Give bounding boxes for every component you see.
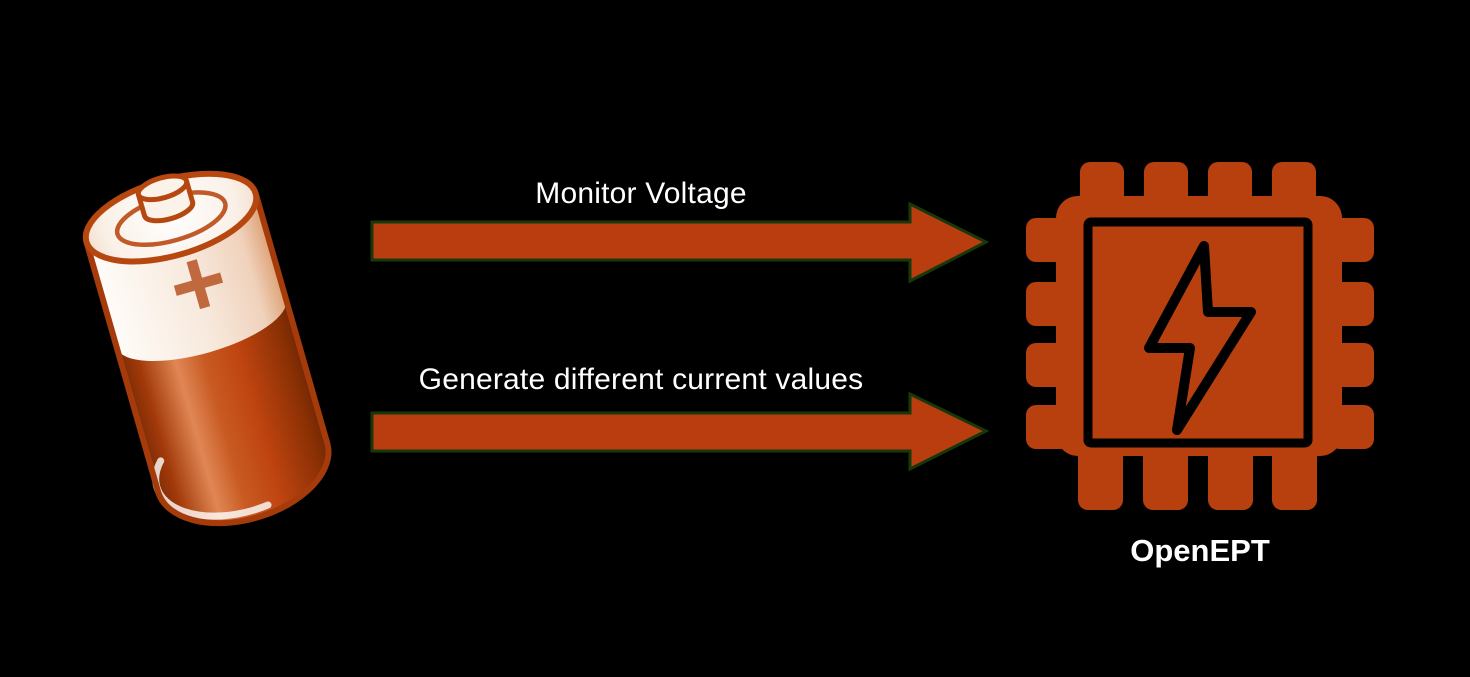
chip-body [1056, 196, 1342, 456]
chip-icon [1026, 162, 1374, 510]
chip-pin [1143, 444, 1188, 510]
chip-pin [1078, 444, 1123, 510]
monitor-voltage-label: Monitor Voltage [535, 177, 747, 210]
chip-pin [1272, 444, 1317, 510]
chip-inner-square [1083, 217, 1313, 448]
openept-label: OpenEPT [1130, 533, 1270, 568]
battery-icon: + [82, 170, 332, 527]
chip-pin [1208, 444, 1253, 510]
battery-terminal-top [135, 173, 190, 203]
monitor-voltage-arrow [370, 201, 990, 284]
generate-current-arrow [370, 391, 990, 472]
generate-current-label: Generate different current values [418, 363, 864, 396]
lightning-bolt-icon [1144, 241, 1256, 435]
battery-outline [83, 192, 332, 527]
